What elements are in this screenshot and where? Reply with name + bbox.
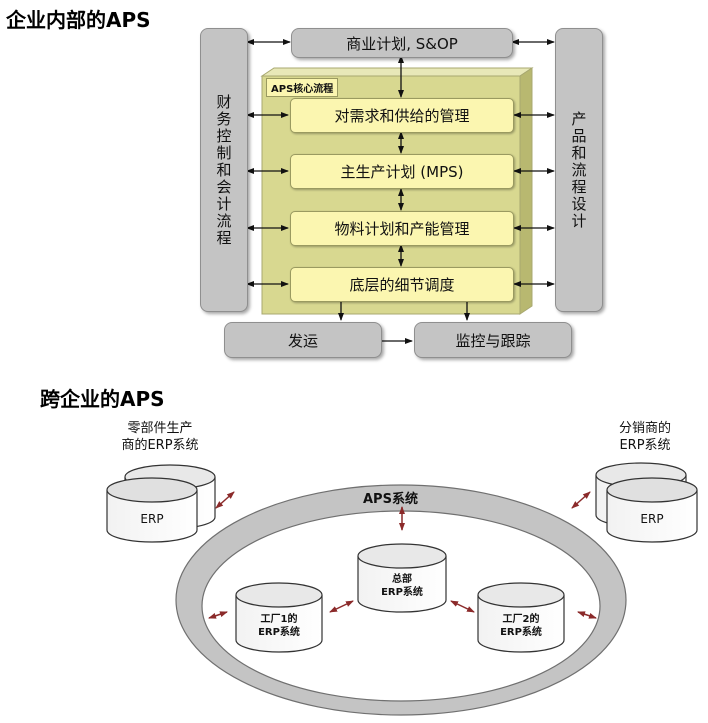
factory1-erp-line1: 工厂1的: [260, 614, 298, 625]
hq-erp-label: 总部 ERP系统: [358, 573, 446, 599]
distributor-erp-label: ERP: [640, 512, 664, 526]
shipping-box: 发运: [224, 322, 382, 358]
demand-supply-step: 对需求和供给的管理: [290, 98, 514, 133]
distributor-caption-line1: 分销商的: [618, 421, 671, 436]
factory2-erp-line2: ERP系统: [500, 627, 542, 638]
mps-step: 主生产计划 (MPS): [290, 154, 514, 189]
side-arrows: [246, 39, 555, 287]
red-arrows: [208, 491, 597, 619]
hq-erp-line1: 总部: [392, 574, 412, 585]
factory1-erp-label: 工厂1的 ERP系统: [236, 613, 322, 639]
factory2-erp-label: 工厂2的 ERP系统: [478, 613, 564, 639]
detail-scheduling-step: 底层的细节调度: [290, 267, 514, 302]
shipping-label: 发运: [287, 331, 318, 350]
product-process-design-label: 产品和流程设计: [569, 110, 588, 230]
hq-erp-line2: ERP系统: [381, 587, 423, 598]
internal-aps-title: 企业内部的APS: [6, 8, 151, 32]
distributor-caption: 分销商的 ERP系统: [595, 420, 695, 454]
factory1-erp-line2: ERP系统: [258, 627, 300, 638]
product-process-design-box: 产品和流程设计: [555, 28, 603, 312]
monitoring-box: 监控与跟踪: [414, 322, 572, 358]
aps-system-label: APS系统: [363, 492, 418, 507]
sop-label: 商业计划, S&OP: [346, 34, 458, 53]
factory2-erp-line1: 工厂2的: [502, 614, 540, 625]
cross-enterprise-aps-title: 跨企业的APS: [40, 387, 165, 411]
sop-box: 商业计划, S&OP: [291, 28, 513, 58]
finance-control-box: 财务控制和会计流程: [200, 28, 248, 312]
cylinder-supplier: [106, 464, 216, 543]
supplier-erp-label: ERP: [140, 512, 164, 526]
monitoring-label: 监控与跟踪: [455, 331, 531, 350]
cylinder-hq: [357, 543, 447, 613]
cylinder-distributor: [595, 462, 698, 543]
cylinder-factory1: [235, 582, 323, 653]
supplier-caption-line1: 零部件生产: [127, 421, 193, 436]
cylinder-factory2: [477, 582, 565, 653]
core-process-label: APS核心流程: [266, 78, 339, 97]
supplier-caption-line2: 商的ERP系统: [121, 438, 199, 453]
finance-control-label: 财务控制和会计流程: [214, 93, 233, 247]
material-capacity-step: 物料计划和产能管理: [290, 211, 514, 246]
supplier-caption: 零部件生产 商的ERP系统: [100, 420, 220, 454]
distributor-caption-line2: ERP系统: [619, 438, 671, 453]
down-arrows: [338, 300, 470, 344]
